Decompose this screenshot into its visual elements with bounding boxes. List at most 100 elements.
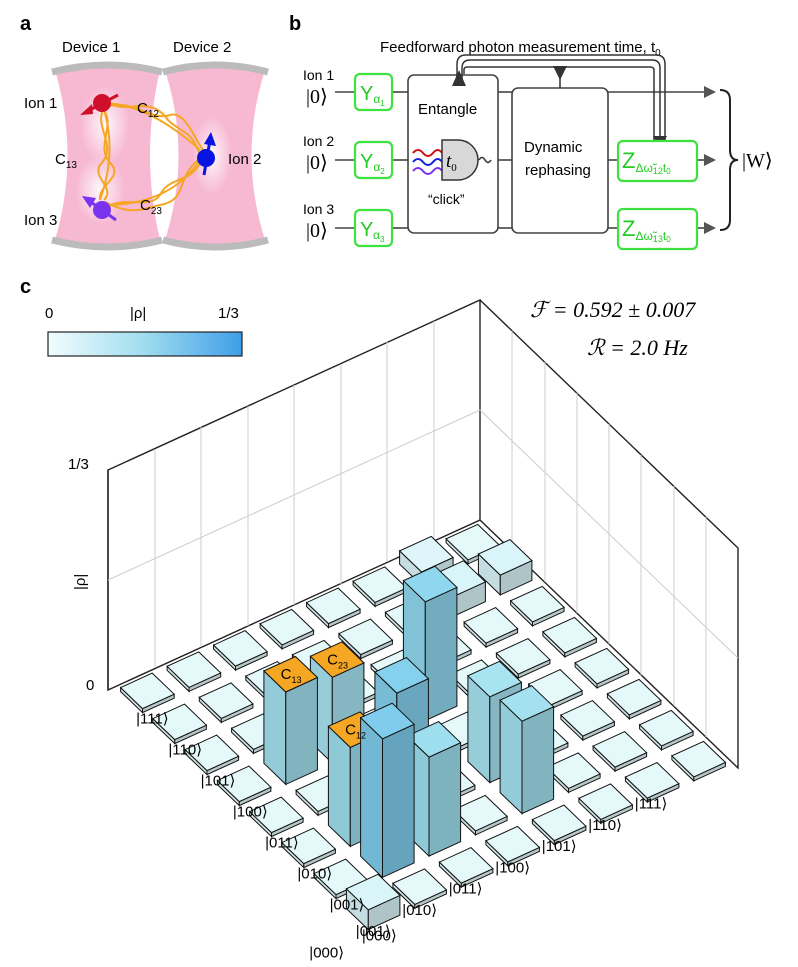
mirror-2-bottom xyxy=(162,236,269,251)
ion-2-label: Ion 2 xyxy=(228,151,261,168)
bar-6-7 xyxy=(392,868,448,910)
panel-c-label: c xyxy=(20,276,31,298)
rephasing-box xyxy=(511,87,609,234)
row-tick-7: |000⟩ xyxy=(309,944,344,961)
row-tick-3: |100⟩ xyxy=(495,859,530,876)
link-c13 xyxy=(97,102,116,201)
b-ion-3-label: Ion 3 xyxy=(303,201,334,217)
bar-0-6 xyxy=(638,709,694,752)
row-tick-labels: |111⟩|110⟩|101⟩|100⟩|011⟩|010⟩|001⟩|000⟩ xyxy=(309,796,667,962)
bar-6-1 xyxy=(198,682,254,724)
z-axis-label: |ρ| xyxy=(72,574,89,590)
panel-a: a Device 1 Device 2 xyxy=(20,13,269,251)
grid-lines xyxy=(107,321,739,737)
bar-3-0 xyxy=(305,587,361,629)
colorbar xyxy=(47,331,243,357)
row-tick-6: |001⟩ xyxy=(356,923,391,940)
row-tick-4: |011⟩ xyxy=(449,881,483,898)
bar-2-7 xyxy=(578,783,634,825)
bar-2-6 xyxy=(545,752,601,794)
svg-text:Yα2: Yα2 xyxy=(360,151,385,176)
bar-7-1 xyxy=(151,703,208,745)
ion-3-label: Ion 3 xyxy=(24,212,57,229)
bar-0-3 xyxy=(542,616,598,659)
link-c23 xyxy=(104,159,203,212)
gate-z-12: ZΔω̃12t0 xyxy=(616,139,699,183)
bar-1-5 xyxy=(560,700,616,742)
svg-text:t0: t0 xyxy=(446,151,457,174)
bar-3-7 xyxy=(531,804,587,846)
bar-0-4 xyxy=(574,647,630,690)
row-tick-2: |101⟩ xyxy=(542,838,577,855)
col-tick-1: |001⟩ xyxy=(330,897,365,914)
panel-b: b Feedforward photon measurement time, t… xyxy=(289,13,773,251)
bar-0-5 xyxy=(606,678,662,721)
w-state-label: |W⟩ xyxy=(742,150,773,172)
svg-text:ZΔω̃13t0: ZΔω̃13t0 xyxy=(622,216,671,244)
bars xyxy=(119,523,727,931)
bar-6-6 xyxy=(359,702,415,879)
bar-7-2 xyxy=(184,734,240,776)
link-c12-label: C12 xyxy=(137,100,159,120)
panel-c: c 0 |ρ| 1/3 ℱ = 0.592 ± 0.007 ℛ = 2.0 Hz xyxy=(20,276,739,962)
photon-waves xyxy=(412,149,443,175)
link-c23-label: C23 xyxy=(140,197,162,217)
coherence-label-1: C13 xyxy=(281,666,302,685)
output-brace xyxy=(719,89,739,231)
gate-y-alpha2: Yα2 xyxy=(353,140,394,180)
bar-3-6 xyxy=(499,685,555,815)
arrow-head-entangle xyxy=(452,70,466,86)
row-tick-5: |010⟩ xyxy=(402,902,437,919)
mirror-2-top xyxy=(162,61,269,76)
svg-text:Y3α3: Y3α3 xyxy=(360,219,385,244)
col-tick-7: |111⟩ xyxy=(136,711,169,728)
panel-a-label: a xyxy=(20,13,32,35)
bar-5-6 xyxy=(406,721,462,858)
rate-value: ℛ = 2.0 Hz xyxy=(587,335,688,360)
col-tick-2: |010⟩ xyxy=(297,866,332,883)
bar-5-7 xyxy=(438,847,494,889)
col-tick-labels: |000⟩|001⟩|010⟩|011⟩|100⟩|101⟩|110⟩|111⟩ xyxy=(136,711,397,945)
detector-icon: t0 xyxy=(441,139,492,181)
col-tick-3: |011⟩ xyxy=(265,835,299,852)
b-ion-1-label: Ion 1 xyxy=(303,67,334,83)
bar-7-5 xyxy=(281,827,337,869)
coherence-label-2: C23 xyxy=(327,652,348,671)
bar-1-2 xyxy=(463,607,519,649)
bar-7-3 xyxy=(216,765,272,807)
ion-2 xyxy=(197,132,216,176)
bar-5-0 xyxy=(212,630,268,672)
bar-1-6 xyxy=(592,731,648,773)
ion-1 xyxy=(80,93,119,115)
ion-1-label: Ion 1 xyxy=(24,95,57,112)
col-tick-6: |110⟩ xyxy=(168,742,202,759)
bar-2-0 xyxy=(352,566,408,608)
ket-0-ion-2: |0⟩ xyxy=(306,152,328,174)
fidelity-value: ℱ = 0.592 ± 0.007 xyxy=(530,297,696,322)
bar-4-0 xyxy=(259,608,315,651)
rephasing-label-1: Dynamic xyxy=(524,139,583,156)
ion-3 xyxy=(82,196,117,222)
b-ion-2-label: Ion 2 xyxy=(303,133,334,149)
bar-7-0 xyxy=(119,672,176,714)
bar-6-0 xyxy=(166,651,222,693)
z-axis-top: 1/3 xyxy=(68,456,89,473)
gate-z-13: ZΔω̃13t0 xyxy=(616,207,699,251)
bar-0-1 xyxy=(477,539,533,597)
bar-0-7 xyxy=(671,740,727,783)
click-label: “click” xyxy=(428,191,465,207)
bar-7-4 xyxy=(248,796,304,838)
mirror-1-bottom xyxy=(51,236,163,251)
row-tick-0: |111⟩ xyxy=(635,796,668,813)
bar-4-7 xyxy=(485,825,541,868)
colorbar-title: |ρ| xyxy=(130,305,146,322)
ket-0-ion-3: |0⟩ xyxy=(306,220,328,242)
link-c12 xyxy=(104,99,204,156)
bar-1-3 xyxy=(495,638,551,680)
gate-y-alpha1: Yα1 xyxy=(353,72,394,112)
device-1-label: Device 1 xyxy=(62,39,120,56)
col-tick-4: |100⟩ xyxy=(233,804,268,821)
col-tick-0: |000⟩ xyxy=(362,928,397,945)
